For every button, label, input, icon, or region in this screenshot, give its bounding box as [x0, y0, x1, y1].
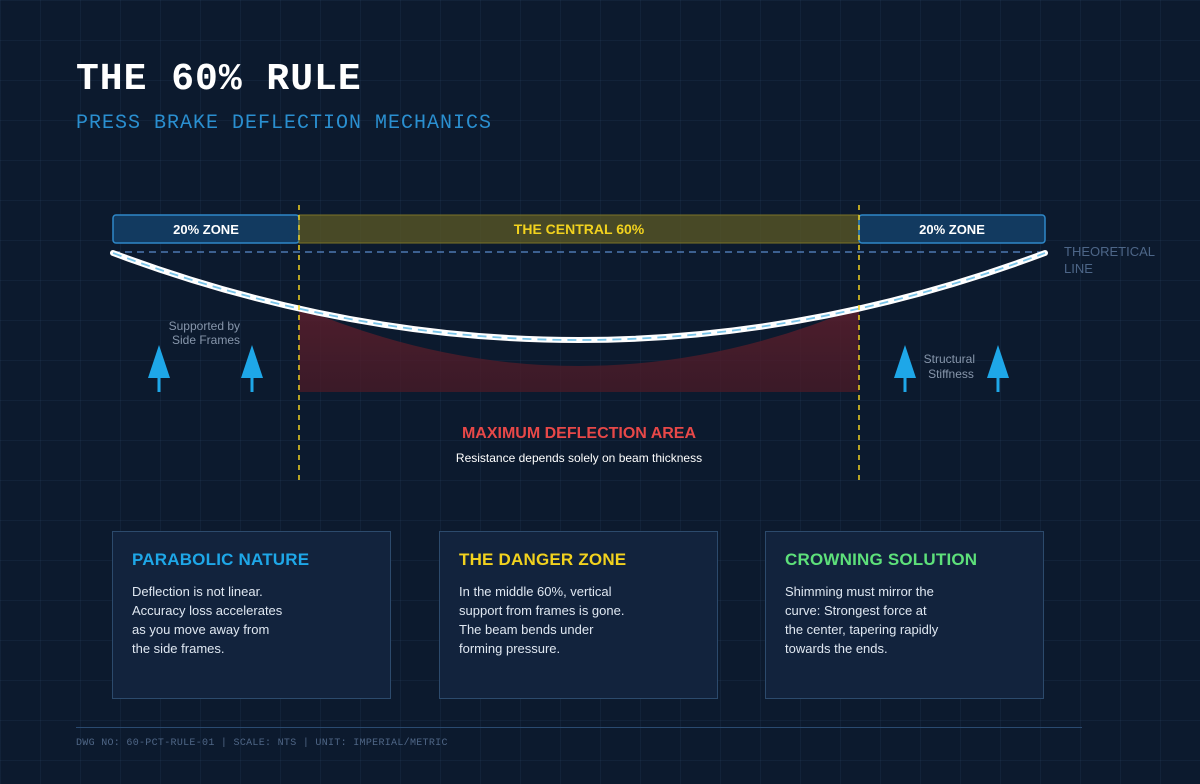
page-title: THE 60% RULE [76, 58, 362, 101]
page-subtitle: PRESS BRAKE DEFLECTION MECHANICS [76, 112, 493, 135]
left-support-label: Supported by Side Frames [169, 319, 244, 347]
card-danger-zone: THE DANGER ZONE In the middle 60%, verti… [439, 531, 718, 699]
card-body: Deflection is not linear. Accuracy loss … [132, 584, 283, 656]
max-deflection-caption: Resistance depends solely on beam thickn… [456, 451, 702, 465]
support-arrow-icon [241, 345, 263, 392]
drawing-info-footer: DWG NO: 60-PCT-RULE-01 | SCALE: NTS | UN… [76, 738, 448, 749]
right-support-label: Structural Stiffness [924, 352, 979, 381]
card-title: PARABOLIC NATURE [132, 550, 310, 569]
zone-right-label: 20% ZONE [919, 222, 985, 237]
zone-center-box [298, 214, 860, 244]
deflected-beam [110, 250, 1048, 343]
card-title: THE DANGER ZONE [459, 550, 627, 569]
card-crowning-solution: CROWNING SOLUTION Shimming must mirror t… [765, 531, 1044, 699]
card-body: In the middle 60%, vertical support from… [459, 584, 625, 656]
card-parabolic-nature: PARABOLIC NATURE Deflection is not linea… [112, 531, 391, 699]
beam-centerline [112, 252, 1046, 341]
card-title: CROWNING SOLUTION [785, 550, 978, 569]
support-arrow-icon [987, 345, 1009, 392]
max-deflection-title: MAXIMUM DEFLECTION AREA [462, 425, 697, 442]
zone-center-label: THE CENTRAL 60% [514, 221, 645, 237]
max-deflection-area [299, 307, 859, 392]
support-arrow-icon [894, 345, 916, 392]
zone-left-label: 20% ZONE [173, 222, 239, 237]
theoretical-line-label: THEORETICAL LINE [1064, 244, 1158, 276]
card-body: Shimming must mirror the curve: Stronges… [785, 584, 939, 656]
support-arrow-icon [148, 345, 170, 392]
footer-divider [76, 727, 1082, 728]
